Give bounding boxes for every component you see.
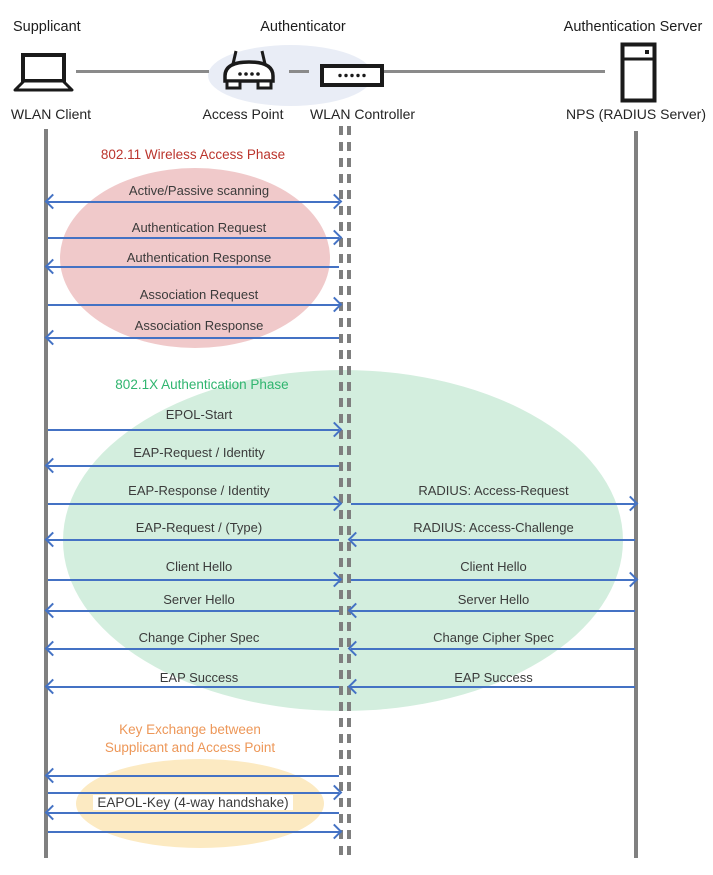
message-label: Active/Passive scanning [128, 183, 270, 198]
lifeline-wlan-client [44, 129, 48, 858]
access-point-icon [223, 50, 275, 90]
message-label: Association Response [134, 318, 264, 333]
lifeline-authenticator-dashed [339, 126, 343, 858]
phase-title-8021x: 802.1X Authentication Phase [115, 377, 289, 392]
arrow-left [48, 539, 339, 541]
wlan-controller-icon [320, 64, 384, 87]
arrow-left [351, 539, 635, 541]
role-supplicant: Supplicant [13, 19, 81, 35]
message-label: Server Hello [457, 592, 530, 607]
message-label: EPOL-Start [165, 407, 233, 422]
connector-line [76, 70, 209, 73]
message-label: Client Hello [460, 559, 527, 574]
phase-title-key-exchange-line1: Key Exchange between [119, 722, 261, 737]
arrow-left [351, 648, 635, 650]
arrow-bidirectional [48, 201, 339, 203]
server-icon [620, 42, 657, 103]
arrow-right [48, 429, 339, 431]
lifeline-authenticator-dashed [347, 126, 351, 858]
message-label: Change Cipher Spec [138, 630, 260, 645]
message-label: Server Hello [163, 592, 235, 607]
arrow-left [48, 775, 339, 777]
device-wlan-controller: WLAN Controller [310, 106, 416, 122]
device-nps-radius-server: NPS (RADIUS Server) [565, 106, 707, 122]
message-label-eapol-key: EAPOL-Key (4-way handshake) [48, 795, 338, 810]
message-label: Change Cipher Spec [433, 630, 554, 645]
message-label: EAP-Request / Identity [133, 445, 265, 460]
message-label: Association Request [139, 287, 259, 302]
message-label: EAP Success [454, 670, 533, 685]
lifeline-radius-server [634, 131, 638, 858]
arrow-left [48, 686, 339, 688]
message-label: EAP-Response / Identity [128, 483, 270, 498]
message-label: Authentication Request [131, 220, 267, 235]
arrow-left [48, 812, 339, 814]
wireless-access-phase-ellipse [60, 168, 330, 348]
connector-line [374, 70, 605, 73]
arrow-left [48, 465, 339, 467]
arrow-right [48, 237, 339, 239]
message-label: Authentication Response [126, 250, 272, 265]
arrow-right [48, 304, 339, 306]
arrow-left [48, 337, 339, 339]
laptop-icon [13, 53, 74, 92]
arrow-left [351, 610, 635, 612]
phase-title-80211: 802.11 Wireless Access Phase [100, 147, 286, 162]
arrow-left [48, 648, 339, 650]
arrow-right [48, 792, 339, 794]
message-label: RADIUS: Access-Challenge [413, 520, 574, 535]
arrow-right [48, 503, 339, 505]
device-wlan-client: WLAN Client [10, 106, 92, 122]
arrow-left [48, 266, 339, 268]
arrow-left [351, 686, 635, 688]
arrow-right [351, 579, 635, 581]
message-label: Client Hello [165, 559, 233, 574]
phase-title-key-exchange: Key Exchange between Supplicant and Acce… [45, 721, 335, 757]
role-authentication-server: Authentication Server [563, 19, 703, 35]
message-label: RADIUS: Access-Request [418, 483, 569, 498]
arrow-right [48, 579, 339, 581]
message-label: EAP-Request / (Type) [135, 520, 263, 535]
arrow-right [48, 831, 339, 833]
message-label: EAP Success [159, 670, 239, 685]
arrow-left [48, 610, 339, 612]
device-access-point: Access Point [202, 106, 284, 122]
arrow-right [351, 503, 635, 505]
role-authenticator: Authenticator [260, 19, 346, 35]
phase-title-key-exchange-line2: Supplicant and Access Point [104, 740, 276, 755]
connector-line [289, 70, 309, 73]
